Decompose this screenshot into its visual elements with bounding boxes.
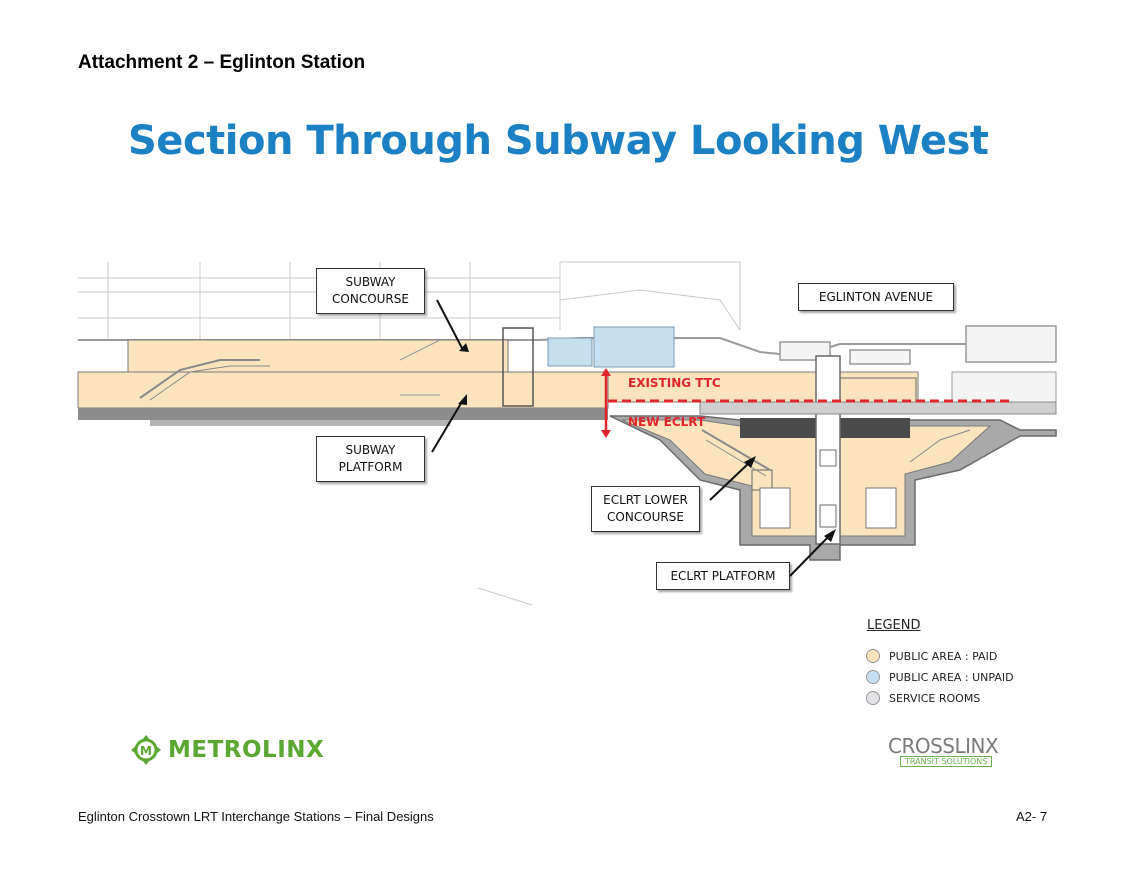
legend-label: PUBLIC AREA : UNPAID <box>889 670 1014 684</box>
level-arrow <box>601 368 611 438</box>
legend-title: LEGEND <box>867 618 921 633</box>
subway-concourse-area <box>77 327 609 409</box>
label-new-eclrt: NEW ECLRT <box>628 415 706 429</box>
callout-eglinton-avenue: EGLINTON AVENUE <box>798 283 954 311</box>
metrolinx-m-icon: M <box>131 735 161 765</box>
existing-ttc-band <box>607 371 1057 405</box>
crosslinx-logo: CROSSLINX TRANSIT SOLUTIONS <box>888 734 999 767</box>
legend-swatch-paid <box>866 649 880 663</box>
legend-label: PUBLIC AREA : PAID <box>889 649 998 663</box>
legend-swatch-unpaid <box>866 670 880 684</box>
callout-subway-concourse: SUBWAY CONCOURSE <box>316 268 425 314</box>
metrolinx-wordmark: METROLINX <box>168 737 325 763</box>
legend-label: SERVICE ROOMS <box>889 691 981 705</box>
elevator-shaft <box>815 355 841 545</box>
crosslinx-tagline: TRANSIT SOLUTIONS <box>900 756 993 767</box>
label-existing-ttc: EXISTING TTC <box>628 376 721 390</box>
callout-eclrt-platform: ECLRT PLATFORM <box>656 562 790 590</box>
legend-item-service: SERVICE ROOMS <box>866 691 980 705</box>
crosslinx-wordmark: CROSSLINX <box>888 734 999 758</box>
attachment-title: Attachment 2 – Eglinton Station <box>78 52 366 73</box>
legend-item-unpaid: PUBLIC AREA : UNPAID <box>866 670 1014 684</box>
legend-swatch-service <box>866 691 880 705</box>
svg-text:M: M <box>140 744 152 758</box>
legend-item-paid: PUBLIC AREA : PAID <box>866 649 997 663</box>
subway-track-slab <box>78 408 608 420</box>
footer-page-number: A2- 7 <box>1016 809 1048 824</box>
page-title: Section Through Subway Looking West <box>128 118 989 164</box>
callout-eclrt-lower-concourse: ECLRT LOWER CONCOURSE <box>591 486 700 532</box>
existing-slab <box>699 401 1057 415</box>
unpaid-area <box>547 326 675 368</box>
footer-document-title: Eglinton Crosstown LRT Interchange Stati… <box>78 809 434 824</box>
metrolinx-logo: M METROLINX <box>130 734 324 766</box>
leader-arrows <box>431 299 836 577</box>
callout-subway-platform: SUBWAY PLATFORM <box>316 436 425 482</box>
